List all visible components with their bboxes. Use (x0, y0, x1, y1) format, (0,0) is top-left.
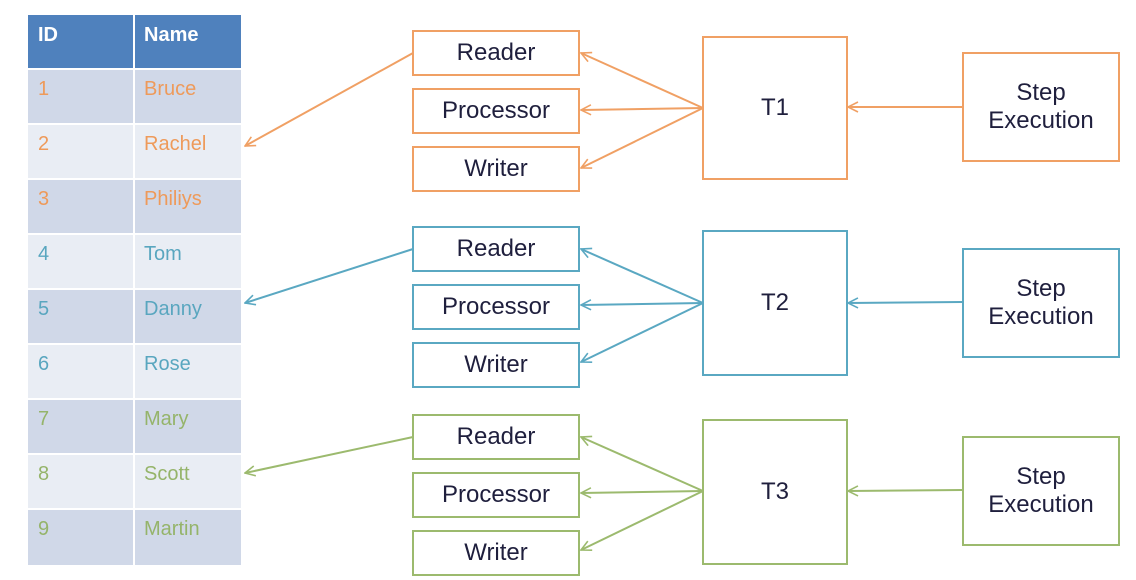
arrow-reader-to-table-1 (245, 52, 414, 147)
thread-label: T2 (760, 289, 789, 316)
row-id: 1 (38, 78, 50, 100)
writer-box-1: Writer (412, 146, 580, 192)
row-name: Mary (144, 408, 189, 430)
writer-label: Writer (464, 539, 528, 566)
writer-label: Writer (464, 155, 528, 182)
row-id: 4 (38, 243, 50, 265)
column-divider (133, 15, 135, 565)
row-id: 5 (38, 298, 50, 320)
row-id: 8 (38, 463, 50, 485)
writer-label: Writer (464, 351, 528, 378)
row-name: Philiys (144, 188, 202, 210)
processor-label: Processor (441, 481, 551, 508)
processor-box-2: Processor (412, 284, 580, 330)
arrow-thread-to-writer-1 (581, 107, 704, 169)
thread-box-3: T3 (702, 419, 848, 565)
step-execution-box-2: Step Execution (962, 248, 1120, 358)
thread-label: T3 (760, 478, 789, 505)
arrow-thread-to-processor-3 (581, 491, 704, 493)
reader-label: Reader (456, 235, 536, 262)
thread-label: T1 (760, 94, 789, 121)
processor-box-1: Processor (412, 88, 580, 134)
reader-box-2: Reader (412, 226, 580, 272)
arrow-thread-to-reader-1 (581, 53, 704, 109)
arrow-thread-to-reader-3 (581, 437, 704, 492)
row-name: Danny (144, 298, 202, 320)
row-name: Martin (144, 518, 200, 540)
arrow-step-to-thread-2 (848, 302, 963, 303)
arrow-thread-to-processor-2 (581, 303, 704, 305)
reader-label: Reader (456, 423, 536, 450)
reader-box-1: Reader (412, 30, 580, 76)
step-execution-box-3: Step Execution (962, 436, 1120, 546)
row-name: Bruce (144, 78, 197, 100)
row-name: Rachel (144, 133, 207, 155)
header-name: Name (144, 24, 199, 46)
arrow-thread-to-reader-2 (581, 249, 704, 304)
thread-box-1: T1 (702, 36, 848, 180)
step-execution-box-1: Step Execution (962, 52, 1120, 162)
header-id: ID (38, 24, 58, 46)
row-id: 3 (38, 188, 50, 210)
processor-label: Processor (441, 293, 551, 320)
step-execution-label: Step Execution (988, 463, 1094, 518)
thread-box-2: T2 (702, 230, 848, 376)
row-name: Scott (144, 463, 190, 485)
row-id: 7 (38, 408, 50, 430)
reader-box-3: Reader (412, 414, 580, 460)
writer-box-2: Writer (412, 342, 580, 388)
row-id: 9 (38, 518, 50, 540)
writer-box-3: Writer (412, 530, 580, 576)
processor-label: Processor (441, 97, 551, 124)
row-id: 2 (38, 133, 50, 155)
arrow-step-to-thread-3 (848, 490, 963, 491)
step-execution-label: Step Execution (988, 275, 1094, 330)
step-execution-label: Step Execution (988, 79, 1094, 134)
arrow-thread-to-writer-3 (581, 490, 704, 550)
arrow-reader-to-table-3 (245, 436, 414, 473)
arrow-reader-to-table-2 (245, 248, 414, 303)
row-name: Rose (144, 353, 191, 375)
row-name: Tom (144, 243, 182, 265)
reader-label: Reader (456, 39, 536, 66)
arrow-thread-to-writer-2 (581, 302, 704, 362)
processor-box-3: Processor (412, 472, 580, 518)
row-id: 6 (38, 353, 50, 375)
arrow-thread-to-processor-1 (581, 108, 704, 110)
